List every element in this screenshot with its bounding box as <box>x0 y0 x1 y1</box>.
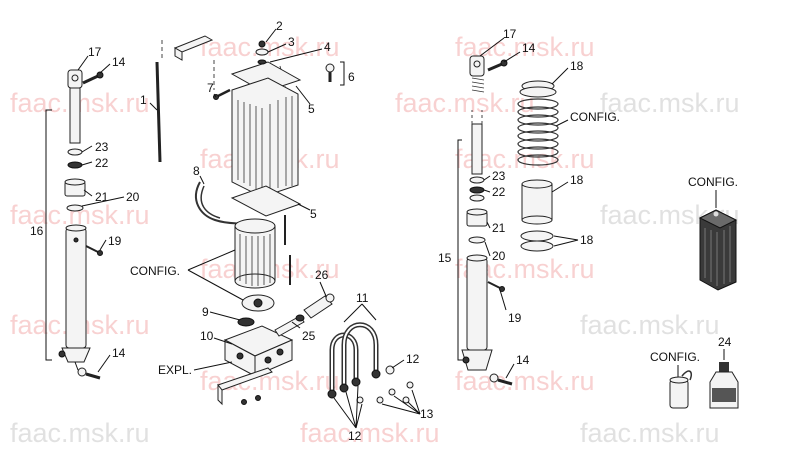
o-ring-20 <box>468 236 486 244</box>
config-label: CONFIG. <box>650 350 700 364</box>
bolt-icon <box>82 71 104 85</box>
capacitor <box>669 379 689 409</box>
spring-sleeve <box>521 183 553 221</box>
callout-5: 5 <box>308 102 315 116</box>
bolt-icon <box>77 367 101 380</box>
config-label: CONFIG. <box>570 110 620 124</box>
valve-cartridge <box>274 293 335 337</box>
piston-rod <box>69 87 81 144</box>
callout-19: 19 <box>108 234 122 248</box>
callout-24: 24 <box>718 335 732 349</box>
callout-14: 14 <box>516 353 530 367</box>
callout-19: 19 <box>508 311 522 325</box>
callout-14: 14 <box>112 55 126 69</box>
callout-3: 3 <box>288 35 295 49</box>
callout-15: 15 <box>438 251 452 265</box>
watermark: faac.msk.ru <box>395 88 535 118</box>
callout-25: 25 <box>302 329 316 343</box>
fill-screw-icon <box>325 63 335 82</box>
callout-14: 14 <box>112 346 126 360</box>
fitting-icon <box>351 377 361 387</box>
screw-icon <box>85 245 103 256</box>
oil-tank <box>231 77 299 198</box>
screw-icon <box>487 281 505 292</box>
electric-motor <box>234 225 276 282</box>
callout-9: 9 <box>202 305 209 319</box>
callout-8: 8 <box>193 164 200 178</box>
right-cylinder-assembly: 17 14 18 CONFIG. 18 18 23 22 21 20 19 15… <box>438 27 620 386</box>
callout-21: 21 <box>95 190 109 204</box>
tie-rod <box>155 61 162 163</box>
bracket-16 <box>45 109 52 361</box>
motor-pump-assembly: 8 CONFIG. 9 10 <box>130 164 335 406</box>
callout-17: 17 <box>88 45 102 59</box>
watermark: faac.msk.ru <box>10 418 150 448</box>
tank-assembly: 1 <box>140 19 355 221</box>
callout-22: 22 <box>492 185 506 199</box>
callout-18: 18 <box>580 233 594 247</box>
callout-2: 2 <box>276 19 283 33</box>
callout-1: 1 <box>140 93 147 107</box>
hose-kit: 11 12 12 13 <box>327 291 434 443</box>
piston-rod <box>471 123 483 175</box>
callout-18: 18 <box>570 173 584 187</box>
callout-12: 12 <box>406 352 420 366</box>
callout-6: 6 <box>348 70 355 84</box>
callout-4: 4 <box>324 40 331 54</box>
left-cylinder-assembly: 17 14 23 22 21 20 19 16 14 <box>30 45 140 380</box>
callout-7: 7 <box>207 81 214 95</box>
cylinder-body <box>65 227 87 349</box>
callout-11: 11 <box>356 291 369 305</box>
bracket-15 <box>457 139 464 361</box>
ring-23 <box>67 148 83 156</box>
callout-21: 21 <box>492 221 506 235</box>
tank-gasket <box>230 185 302 217</box>
watermark: faac.msk.ru <box>600 88 740 118</box>
callout-20: 20 <box>492 249 506 263</box>
callout-12: 12 <box>348 429 362 443</box>
cylinder-body <box>466 257 488 351</box>
bottom-clevis <box>61 347 91 363</box>
callout-5: 5 <box>310 207 317 221</box>
fitting-icon <box>371 369 381 379</box>
callout-23: 23 <box>95 140 109 154</box>
callout-14: 14 <box>522 41 536 55</box>
watermark: faac.msk.ru <box>455 366 595 396</box>
config-label: CONFIG. <box>130 264 180 278</box>
watermark: faac.msk.ru <box>300 418 440 448</box>
oil-bottle-cap <box>719 362 729 372</box>
ring-22 <box>67 161 83 169</box>
callout-17: 17 <box>503 27 517 41</box>
callout-16: 16 <box>30 224 44 238</box>
expl-label: EXPL. <box>158 363 192 377</box>
callout-13: 13 <box>420 407 434 421</box>
watermark: faac.msk.ru <box>580 418 720 448</box>
fitting-icon <box>327 389 337 399</box>
screw-icon <box>258 40 266 48</box>
ring-23 <box>469 176 485 184</box>
callout-26: 26 <box>315 268 329 282</box>
watermarks: faac.msk.ru faac.msk.ru faac.msk.ru faac… <box>10 32 740 448</box>
callout-10: 10 <box>200 329 214 343</box>
return-spring <box>517 98 559 166</box>
spacer <box>237 317 255 327</box>
clevis-hole <box>71 74 79 82</box>
ring-22 <box>469 186 485 194</box>
optional-parts: CONFIG. CONFIG. 24 <box>650 175 739 409</box>
ring-18 <box>520 240 554 252</box>
hydraulic-hose <box>341 322 379 385</box>
callout-22: 22 <box>95 156 109 170</box>
callout-18: 18 <box>570 59 584 73</box>
callout-20: 20 <box>126 190 140 204</box>
watermark: faac.msk.ru <box>580 310 720 340</box>
bolt-icon <box>213 88 231 100</box>
fitting-icon <box>339 383 349 393</box>
o-ring-20 <box>66 204 84 212</box>
ring-18 <box>520 230 554 242</box>
callout-23: 23 <box>492 169 506 183</box>
bolt-icon <box>489 373 513 386</box>
config-label: CONFIG. <box>688 175 738 189</box>
